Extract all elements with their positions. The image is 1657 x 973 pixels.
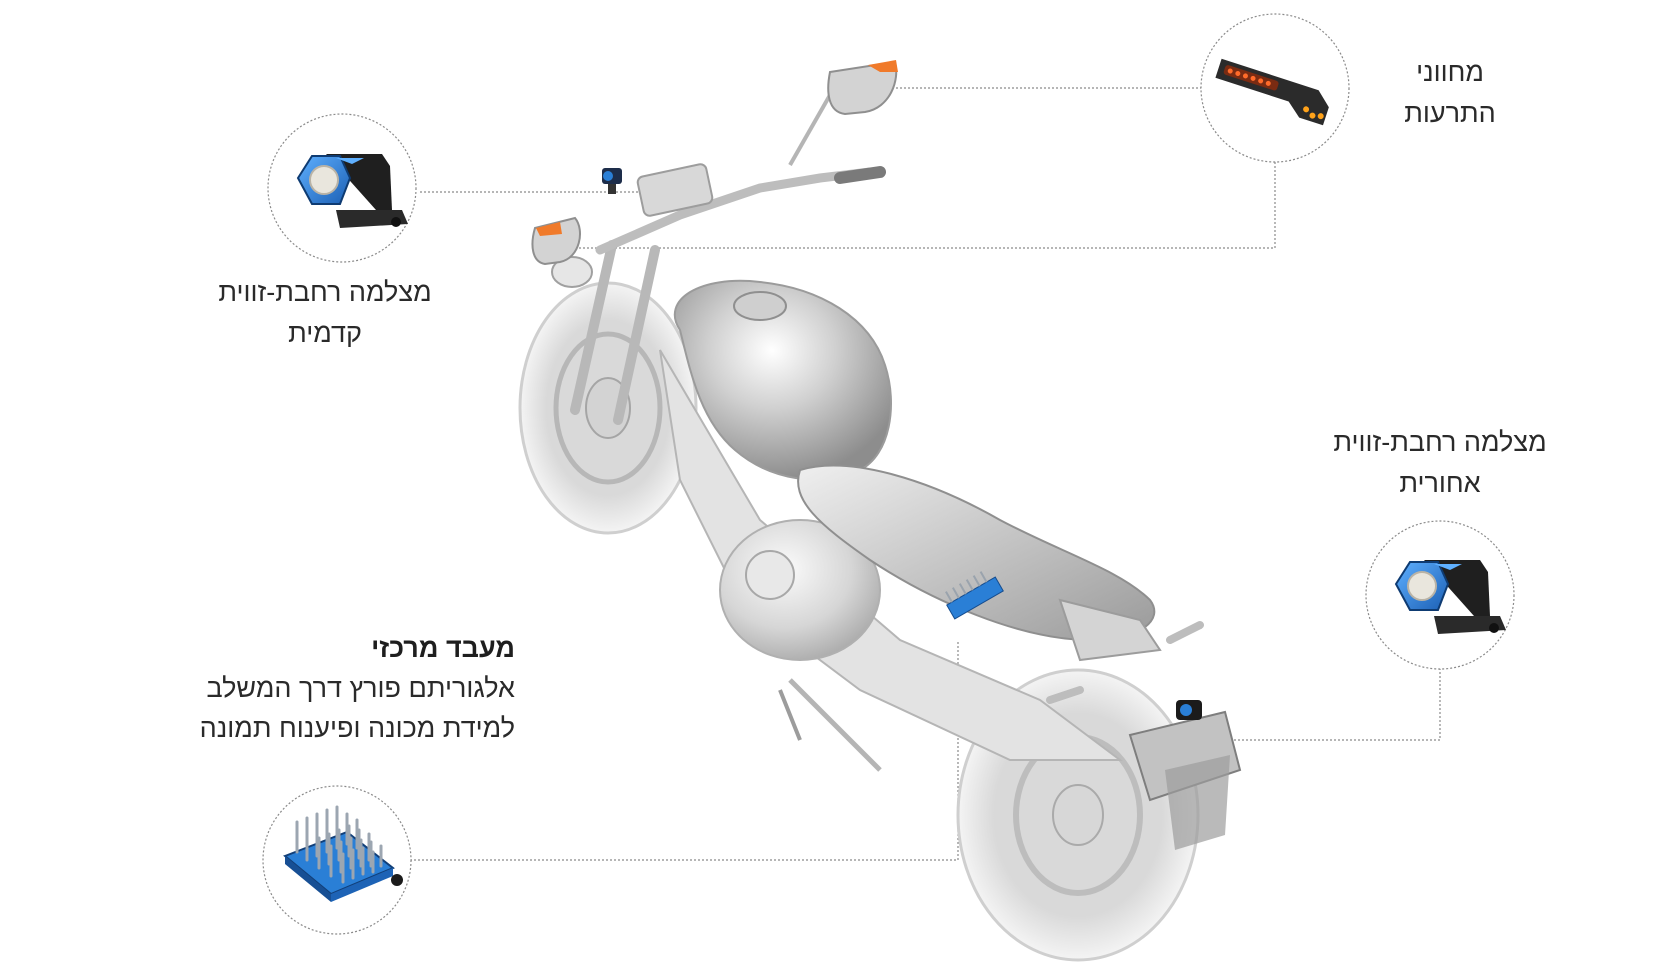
led-indicator-bar-icon — [1215, 58, 1329, 126]
processor-label: מעבד מרכזי אלגוריתם פורץ דרך המשלב למידת… — [145, 628, 515, 748]
alerts-label-line2: התרעות — [1404, 98, 1496, 128]
bike-rear-camera — [1176, 700, 1202, 720]
right-mirror — [827, 60, 898, 116]
dashboard — [636, 163, 714, 217]
rear-camera-label-line2: אחורית — [1399, 468, 1481, 498]
rear-camera-label-line1: מצלמה רחבת-זווית — [1333, 427, 1547, 457]
alerts-label-line1: מחווני — [1416, 57, 1484, 87]
processor-heatsink-icon — [283, 805, 403, 902]
processor-label-title: מעבד מרכזי — [371, 633, 515, 663]
connector-rear-camera — [1220, 668, 1441, 741]
front-camera-label-line2: קדמית — [288, 318, 362, 348]
front-camera-label: מצלמה רחבת-זווית קדמית — [195, 272, 455, 354]
seat — [797, 464, 1156, 642]
bike-front-camera — [602, 168, 622, 194]
motorcycle — [518, 60, 1242, 962]
wide-angle-camera-icon — [1394, 560, 1506, 634]
processor-label-line1: אלגוריתם פורץ דרך המשלב — [206, 673, 515, 703]
fuel-tank — [673, 279, 892, 481]
rear-camera-label: מצלמה רחבת-זווית אחורית — [1310, 422, 1570, 504]
wide-angle-camera-icon — [296, 154, 408, 228]
alerts-label: מחווני התרעות — [1380, 52, 1520, 134]
processor-label-line2: למידת מכונה ופיענוח תמונה — [199, 713, 515, 743]
connector-processor — [410, 640, 959, 861]
front-camera-label-line1: מצלמה רחבת-זווית — [218, 277, 432, 307]
connector-alerts-left-mirror — [570, 158, 1276, 249]
bike-processor — [945, 571, 1004, 620]
